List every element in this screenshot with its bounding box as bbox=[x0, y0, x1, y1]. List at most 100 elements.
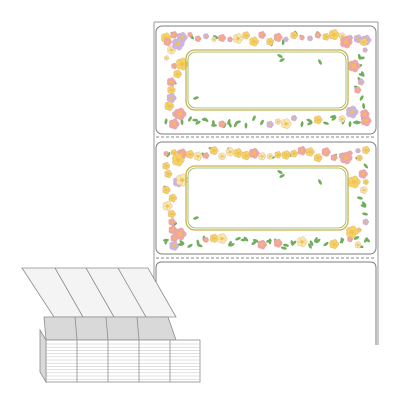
leaf-icon bbox=[308, 243, 312, 249]
flower-icon bbox=[340, 35, 353, 49]
inner-frame bbox=[187, 167, 347, 229]
stack-side-face bbox=[39, 328, 47, 384]
flower-icon bbox=[360, 109, 370, 119]
flower-icon bbox=[281, 150, 291, 160]
flower-icon bbox=[346, 105, 359, 119]
flower-icon bbox=[281, 118, 292, 130]
flower-icon bbox=[299, 34, 305, 41]
leaf-icon bbox=[314, 237, 318, 243]
leaf-icon bbox=[228, 121, 232, 128]
flower-icon bbox=[353, 34, 363, 44]
flower-icon bbox=[340, 151, 353, 165]
flower-icon bbox=[283, 36, 289, 43]
leaf-icon bbox=[361, 201, 367, 207]
leaf-icon bbox=[193, 216, 199, 220]
leaf-icon bbox=[251, 240, 257, 245]
flower-icon bbox=[362, 47, 368, 53]
flower-icon bbox=[273, 238, 283, 248]
leaf-icon bbox=[358, 56, 365, 60]
flower-icon bbox=[176, 173, 189, 187]
flower-icon bbox=[328, 29, 340, 41]
leaf-icon bbox=[362, 103, 366, 109]
leaf-icon bbox=[359, 95, 364, 101]
flower-icon bbox=[172, 37, 185, 51]
leaf-icon bbox=[323, 241, 329, 247]
leaf-icon bbox=[291, 240, 297, 246]
flower-icon bbox=[168, 225, 178, 235]
leaf-icon bbox=[318, 179, 322, 185]
leaf-icon bbox=[348, 121, 352, 128]
flower-icon bbox=[162, 162, 171, 170]
leaf-icon bbox=[361, 71, 365, 77]
flower-icon bbox=[218, 34, 227, 42]
flower-icon bbox=[314, 153, 323, 163]
flower-icon bbox=[202, 152, 210, 159]
leaf-icon bbox=[203, 117, 209, 122]
blank-label bbox=[155, 261, 377, 345]
flower-icon bbox=[360, 37, 368, 47]
label-outline bbox=[155, 261, 377, 345]
leaf-icon bbox=[331, 116, 337, 121]
flower-icon bbox=[330, 154, 338, 162]
flower-icon bbox=[360, 186, 368, 194]
stack-strip-divider bbox=[54, 267, 84, 318]
flower-icon bbox=[168, 118, 180, 130]
flower-icon bbox=[187, 31, 193, 38]
leaf-icon bbox=[300, 121, 304, 128]
leaf-icon bbox=[277, 170, 283, 174]
flower-icon bbox=[354, 86, 362, 94]
flower-icon bbox=[348, 59, 361, 73]
flower-icon bbox=[233, 148, 243, 158]
floral-label bbox=[155, 25, 377, 135]
leaf-icon bbox=[309, 240, 314, 246]
leaf-icon bbox=[362, 212, 369, 216]
flower-icon bbox=[355, 148, 361, 154]
flower-icon bbox=[203, 236, 209, 243]
flower-icon bbox=[258, 31, 266, 39]
flower-icon bbox=[257, 239, 267, 250]
flower-icon bbox=[176, 57, 189, 71]
flower-icon bbox=[267, 153, 274, 160]
leaf-icon bbox=[307, 121, 313, 126]
flower-icon bbox=[168, 218, 176, 226]
leaf-icon bbox=[323, 121, 329, 125]
flower-icon bbox=[249, 36, 260, 47]
leaf-icon bbox=[360, 204, 367, 208]
fanfold-stack-icon bbox=[21, 267, 201, 384]
flower-icon bbox=[242, 31, 251, 40]
flower-icon bbox=[218, 152, 226, 161]
flower-icon bbox=[167, 85, 176, 95]
flower-icon bbox=[338, 115, 346, 123]
flower-icon bbox=[217, 233, 228, 244]
leaf-icon bbox=[164, 118, 168, 125]
stack-strip-divider bbox=[74, 316, 78, 341]
leaf-icon bbox=[179, 240, 185, 245]
leaf-icon bbox=[280, 246, 287, 250]
leaf-icon bbox=[211, 123, 217, 127]
flower-icon bbox=[209, 233, 219, 243]
leaf-icon bbox=[235, 237, 241, 241]
leaf-icon bbox=[315, 238, 321, 244]
flower-icon bbox=[194, 35, 202, 43]
flower-icon bbox=[168, 193, 178, 203]
flower-icon bbox=[162, 185, 171, 195]
leaf-icon bbox=[196, 239, 200, 246]
stack-strip-divider bbox=[105, 316, 109, 341]
flower-icon bbox=[305, 147, 315, 157]
floral-label bbox=[155, 141, 377, 255]
flower-icon bbox=[167, 209, 176, 219]
flower-icon bbox=[218, 120, 226, 128]
flower-icon bbox=[209, 146, 219, 156]
flower-icon bbox=[169, 240, 180, 251]
leaf-icon bbox=[192, 118, 199, 122]
leaf-icon bbox=[243, 236, 249, 242]
flower-icon bbox=[164, 169, 173, 179]
flower-icon bbox=[233, 33, 244, 44]
flower-icon bbox=[172, 153, 185, 167]
flower-icon bbox=[297, 146, 307, 156]
flower-icon bbox=[166, 93, 177, 103]
leaf-icon bbox=[279, 174, 285, 178]
flower-icon bbox=[358, 169, 368, 179]
flower-icon bbox=[363, 179, 369, 185]
flower-icon bbox=[338, 32, 346, 40]
